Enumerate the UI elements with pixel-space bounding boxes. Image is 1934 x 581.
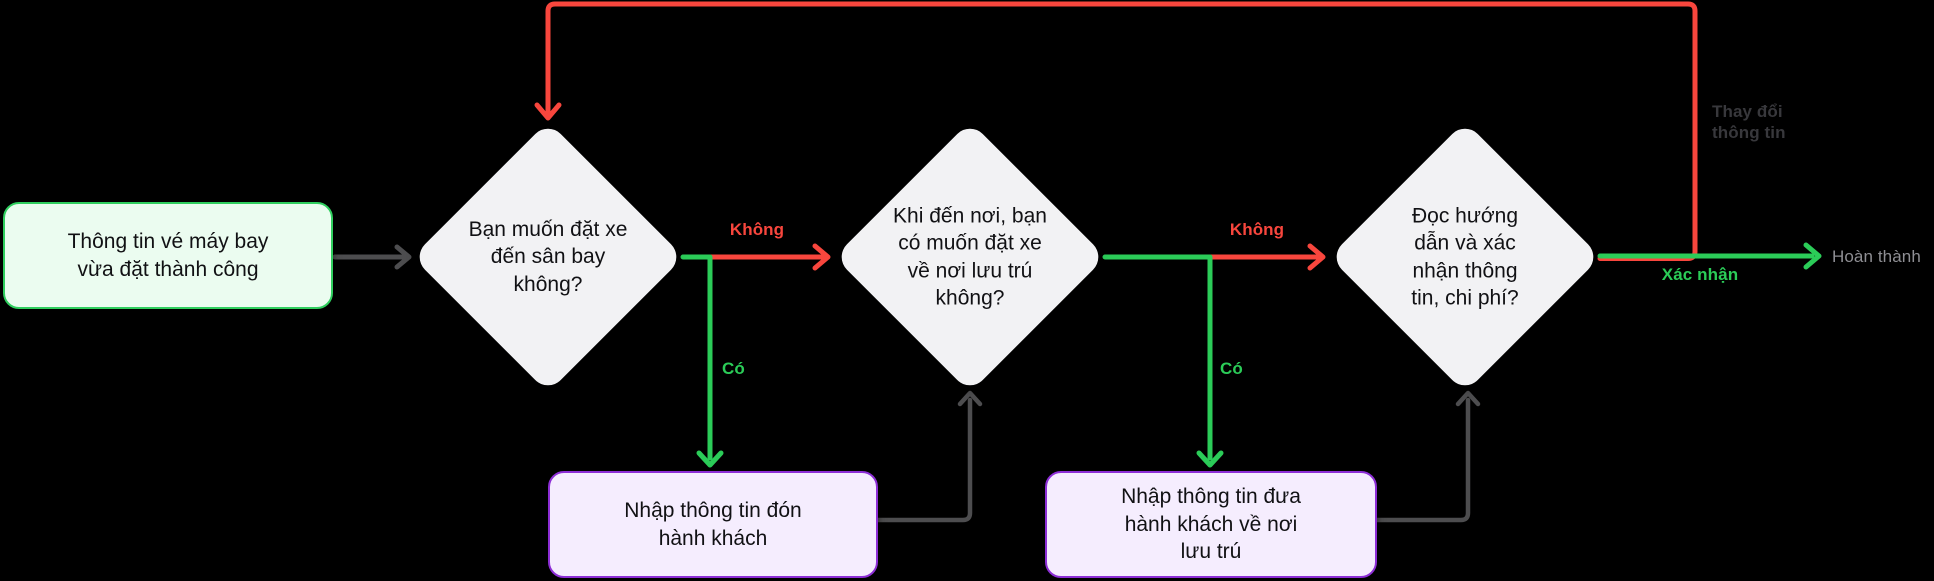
edge-start-arrowhead-icon [394, 244, 412, 270]
decision-return-line1: Khi đến nơi, bạn [893, 204, 1047, 228]
decision-airport-line3: không? [513, 272, 583, 296]
edge-yes-1-arrowhead-icon [696, 450, 724, 468]
edge-pickup-return-arrowhead-icon [957, 390, 983, 407]
decision-confirm-line4: tin, chi phí? [1411, 286, 1519, 310]
decision-confirm-line3: nhận thông [1412, 259, 1518, 282]
node-process-pickup-label: Nhập thông tin đón hành khách [624, 497, 801, 552]
node-start: Thông tin vé máy bay vừa đặt thành công [3, 202, 333, 309]
process-dropoff-line2: hành khách về nơi [1124, 512, 1298, 536]
edge-yes-1-line [680, 254, 713, 461]
edge-label-change-line1: Thay đổi [1712, 102, 1783, 121]
edge-label-no-2: Không [1229, 220, 1285, 239]
decision-return-line2: có muốn đặt xe [898, 231, 1042, 255]
process-dropoff-line1: Nhập thông tin đưa [1121, 484, 1301, 508]
node-process-pickup: Nhập thông tin đón hành khách [548, 471, 878, 578]
edge-pickup-return-line [875, 397, 973, 523]
edge-label-change-info: Thay đổi thông tin [1712, 101, 1802, 143]
decision-confirm-line2: dẫn và xác [1414, 231, 1516, 255]
edge-label-change-line2: thông tin [1712, 123, 1786, 142]
edge-no-2-arrowhead-icon [1307, 243, 1326, 271]
edge-label-yes-1: Có [722, 359, 745, 378]
edge-dropoff-return-arrowhead-icon [1455, 390, 1481, 407]
decision-airport-line2: đến sân bay [490, 245, 606, 269]
edge-dropoff-return-line [1374, 397, 1471, 523]
node-process-dropoff: Nhập thông tin đưa hành khách về nơi lưu… [1045, 471, 1377, 578]
edge-label-no-1: Không [729, 220, 785, 239]
edge-no-1-arrowhead-icon [812, 243, 831, 271]
process-dropoff-line3: lưu trú [1180, 540, 1242, 564]
node-start-line1: Thông tin vé máy bay [67, 229, 269, 253]
decision-confirm-line1: Đọc hướng [1411, 204, 1519, 228]
decision-airport-line1: Bạn muốn đặt xe [468, 218, 628, 242]
node-decision-return-label: Khi đến nơi, bạn có muốn đặt xe về nơi l… [870, 202, 1070, 311]
node-start-line2: vừa đặt thành công [77, 257, 259, 281]
edge-yes-2-arrowhead-icon [1196, 450, 1224, 468]
node-process-dropoff-label: Nhập thông tin đưa hành khách về nơi lưu… [1121, 483, 1301, 566]
node-decision-confirm-label: Đọc hướng dẫn và xác nhận thông tin, chi… [1385, 202, 1545, 311]
edge-label-yes-2: Có [1220, 359, 1243, 378]
edge-change-info-arrowhead-icon [534, 102, 562, 121]
edge-yes-2-line [1102, 254, 1213, 461]
process-pickup-line2: hành khách [658, 526, 768, 550]
decision-return-line4: không? [935, 286, 1005, 310]
node-decision-airport-label: Bạn muốn đặt xe đến sân bay không? [448, 216, 648, 298]
edge-label-done: Hoàn thành [1832, 247, 1921, 266]
edge-confirm-arrowhead-icon [1803, 242, 1822, 270]
edge-label-confirm: Xác nhận [1661, 265, 1739, 284]
node-start-label: Thông tin vé máy bay vừa đặt thành công [68, 228, 269, 283]
process-pickup-line1: Nhập thông tin đón [624, 498, 802, 522]
decision-return-line3: về nơi lưu trú [907, 259, 1033, 282]
